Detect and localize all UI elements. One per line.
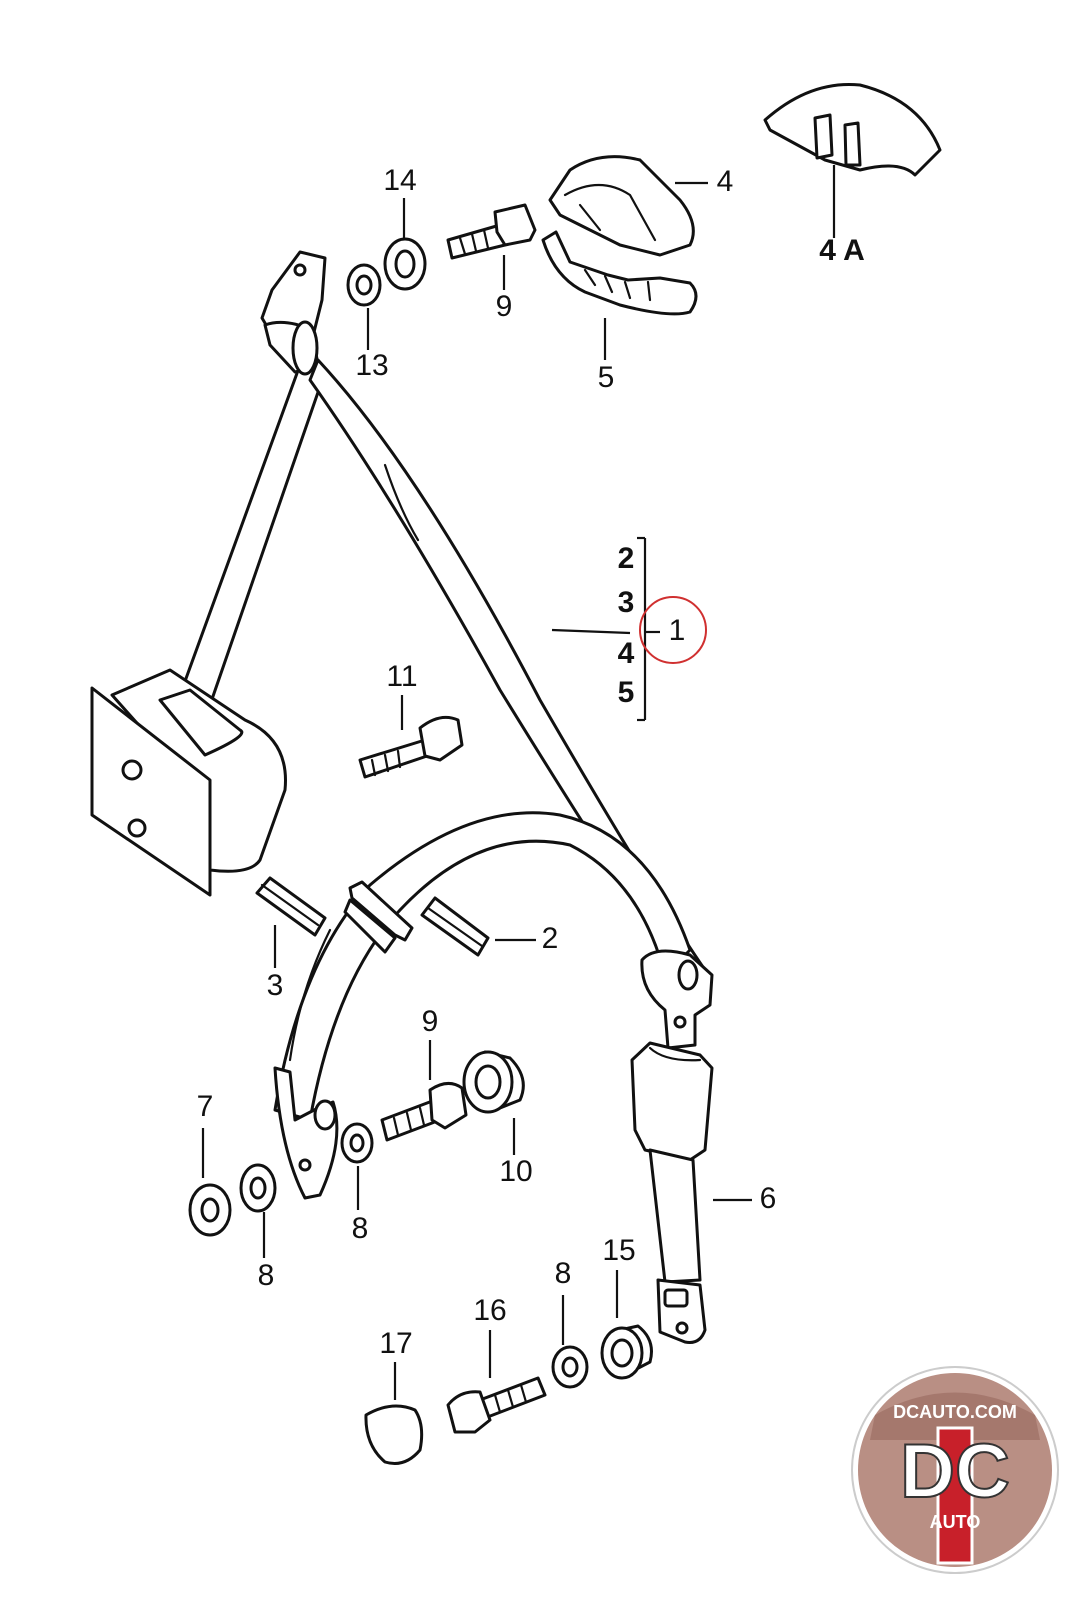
- label-13: 13: [355, 349, 388, 382]
- label-2: 2: [542, 922, 559, 955]
- label-11: 11: [386, 660, 417, 693]
- bolt-part-9-lower: [380, 1082, 468, 1142]
- bushing-part-10: [462, 1050, 525, 1114]
- logo-url-text: DCAUTO.COM: [893, 1402, 1017, 1422]
- belt-guide-clip: [343, 880, 414, 954]
- spacer-part-2: [420, 896, 490, 957]
- washer-part-8-bottom: [551, 1345, 589, 1389]
- shoulder-strap: [178, 363, 327, 707]
- bolt-part-9-upper: [446, 203, 537, 260]
- dcauto-logo[interactable]: DCAUTO.COM DC AUTO: [851, 1366, 1059, 1574]
- label-9-upper: 9: [496, 290, 513, 323]
- label-7: 7: [197, 1090, 214, 1123]
- spacer-part-3: [255, 876, 327, 937]
- label-8-bottom: 8: [555, 1257, 572, 1290]
- highlight-circle: [639, 596, 707, 664]
- label-16: 16: [473, 1294, 506, 1327]
- label-1: 1: [669, 614, 686, 647]
- logo-main-text: DC: [900, 1429, 1010, 1514]
- bushing-part-15: [600, 1324, 653, 1380]
- label-9-lower: 9: [422, 1005, 439, 1038]
- part-labels: 14 13 9 4 5 4 A 2 3 4 5 1 11 3 2 9 10 8 …: [197, 164, 865, 1360]
- upper-anchor-bracket: [260, 250, 327, 376]
- label-5-bracket: 5: [618, 676, 635, 709]
- trim-insert-part-5: [541, 230, 698, 316]
- lower-anchor-plate: [273, 1066, 339, 1200]
- label-17: 17: [379, 1327, 412, 1360]
- trim-cover-part-4: [548, 155, 695, 257]
- washer-part-14: [383, 237, 427, 291]
- washer-part-8-left: [239, 1163, 277, 1213]
- washer-part-13: [346, 263, 382, 307]
- label-4-bracket: 4: [618, 637, 635, 670]
- label-3: 3: [267, 969, 284, 1002]
- label-15: 15: [602, 1234, 635, 1267]
- tongue-plate: [640, 949, 714, 1050]
- label-5-upper: 5: [598, 361, 615, 394]
- label-2-bracket: 2: [618, 542, 635, 575]
- cap-part-4A: [763, 82, 942, 177]
- washer-part-7: [188, 1183, 232, 1237]
- label-14: 14: [383, 164, 416, 197]
- logo-sub-text: AUTO: [930, 1512, 981, 1532]
- label-4A: 4 A: [819, 234, 865, 267]
- bolt-part-16: [446, 1376, 547, 1434]
- leader-lines: [201, 165, 836, 1400]
- label-8-mid: 8: [352, 1212, 369, 1245]
- label-6: 6: [760, 1182, 777, 1215]
- cap-part-17: [364, 1404, 424, 1465]
- bolt-part-11: [358, 715, 464, 779]
- label-4-upper: 4: [717, 165, 734, 198]
- washer-part-8-mid: [340, 1122, 374, 1164]
- label-8-left: 8: [258, 1259, 275, 1292]
- label-3-bracket: 3: [618, 586, 635, 619]
- belt-buckle: [630, 1041, 714, 1344]
- label-10: 10: [499, 1155, 532, 1188]
- retractor-housing: [90, 668, 287, 897]
